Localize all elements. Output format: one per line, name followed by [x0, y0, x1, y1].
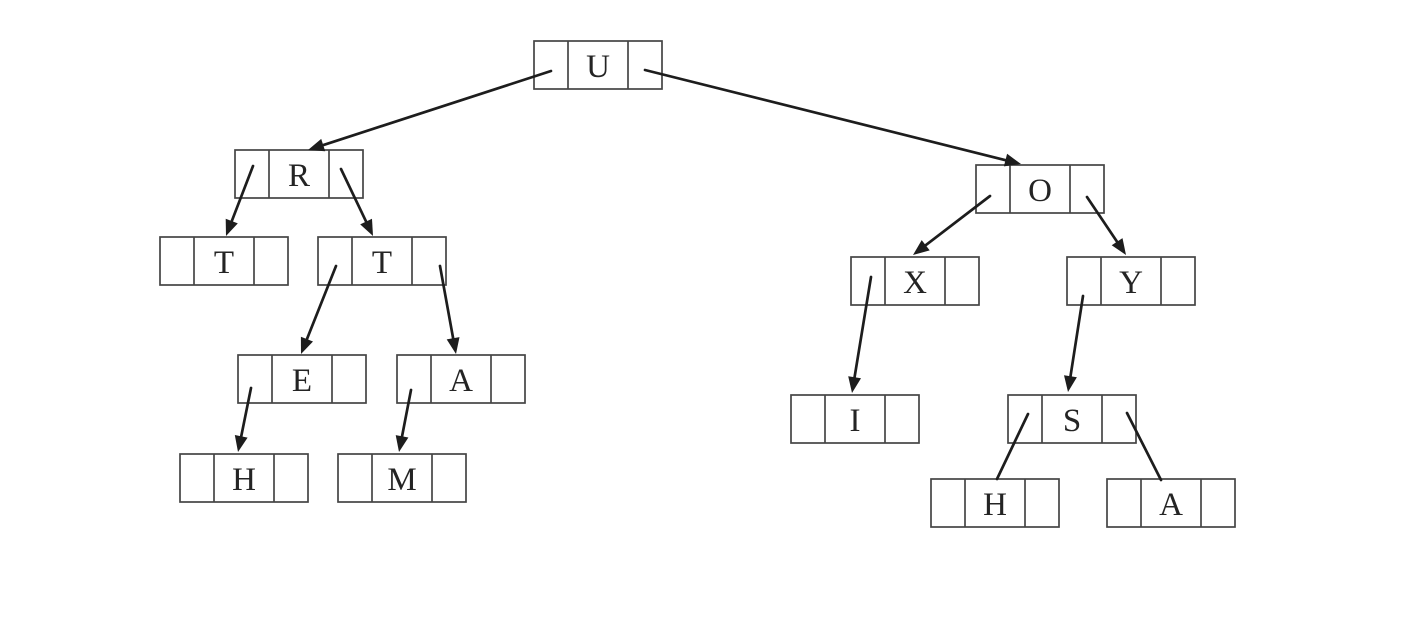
arrowhead	[446, 337, 460, 354]
pointer-S-left-to-H2	[995, 412, 1030, 481]
arrowhead	[1111, 238, 1126, 255]
pointer-line	[399, 388, 413, 445]
pointer-line	[643, 68, 1014, 164]
pointer-line	[302, 264, 338, 348]
arrowhead	[308, 138, 326, 152]
node-box	[317, 236, 447, 286]
node-box	[790, 394, 920, 444]
arrowhead	[1064, 375, 1077, 392]
arrowhead	[225, 218, 238, 236]
node-box	[1007, 394, 1137, 444]
node-letter-T1: T	[214, 245, 234, 281]
node-letter-U: U	[586, 49, 610, 85]
node-letter-H2: H	[983, 487, 1007, 523]
pointer-line	[995, 412, 1030, 481]
node-letter-R: R	[288, 158, 310, 194]
node-letter-I: I	[850, 403, 861, 439]
node-letter-X: X	[903, 265, 927, 301]
pointer-X-left-to-I	[848, 275, 873, 393]
node-box	[850, 256, 980, 306]
tree-node-H2: H	[930, 478, 1060, 528]
node-letter-Y: Y	[1119, 265, 1143, 301]
pointer-U-left-to-R	[308, 69, 553, 152]
pointer-E-left-to-H1	[234, 386, 253, 452]
tree-node-M: M	[337, 453, 467, 503]
tree-node-E: E	[237, 354, 367, 404]
node-letter-H1: H	[232, 462, 256, 498]
node-box	[337, 453, 467, 503]
node-box	[533, 40, 663, 90]
node-box	[1066, 256, 1196, 306]
arrowhead	[234, 435, 248, 452]
pointer-O-right-to-Y	[1085, 195, 1126, 255]
arrowhead	[848, 376, 861, 393]
pointer-A1-left-to-M	[395, 388, 413, 452]
tree-node-R: R	[234, 149, 364, 199]
arrowhead	[913, 240, 930, 255]
node-letter-A1: A	[449, 363, 473, 399]
tree-node-T2: T	[317, 236, 447, 286]
tree-node-U: U	[533, 40, 663, 90]
arrowhead	[1003, 153, 1021, 167]
pointer-line	[1085, 195, 1123, 250]
tree-node-O: O	[975, 164, 1105, 214]
pointer-line	[238, 386, 253, 445]
node-box	[1106, 478, 1236, 528]
arrowhead	[300, 336, 313, 354]
node-box	[930, 478, 1060, 528]
node-box	[234, 149, 364, 199]
node-letter-E: E	[292, 363, 312, 399]
node-letter-O: O	[1028, 173, 1052, 209]
arrowhead	[395, 435, 409, 452]
arrowhead	[360, 218, 373, 236]
tree-node-I: I	[790, 394, 920, 444]
pointer-O-left-to-X	[913, 194, 992, 255]
node-box	[396, 354, 526, 404]
pointer-line	[227, 164, 255, 230]
node-box	[237, 354, 367, 404]
node-box	[179, 453, 309, 503]
tree-node-A2: A	[1106, 478, 1236, 528]
tree-node-Y: Y	[1066, 256, 1196, 306]
pointer-T2-right-to-A1	[438, 264, 460, 354]
pointer-line	[339, 167, 371, 230]
pointer-line	[438, 264, 456, 347]
pointer-line	[918, 194, 992, 251]
node-letter-S: S	[1063, 403, 1081, 439]
pointer-S-right-to-A2	[1125, 411, 1163, 482]
node-letter-M: M	[387, 462, 416, 498]
pointer-line	[1068, 294, 1085, 385]
tree-node-H1: H	[179, 453, 309, 503]
node-box	[975, 164, 1105, 214]
pointer-U-right-to-O	[643, 68, 1021, 167]
tree-node-T1: T	[159, 236, 289, 286]
tree-node-X: X	[850, 256, 980, 306]
pointer-Y-left-to-S	[1064, 294, 1085, 392]
node-letter-T2: T	[372, 245, 392, 281]
pointer-line	[1125, 411, 1163, 482]
node-letter-A2: A	[1159, 487, 1183, 523]
node-box	[159, 236, 289, 286]
pointer-line	[852, 275, 873, 386]
tree-node-S: S	[1007, 394, 1137, 444]
pointer-line	[315, 69, 553, 149]
tree-node-A1: A	[396, 354, 526, 404]
pointer-T2-left-to-E	[300, 264, 338, 354]
pointer-R-left-to-T1	[225, 164, 255, 236]
pointer-R-right-to-T2	[339, 167, 373, 236]
